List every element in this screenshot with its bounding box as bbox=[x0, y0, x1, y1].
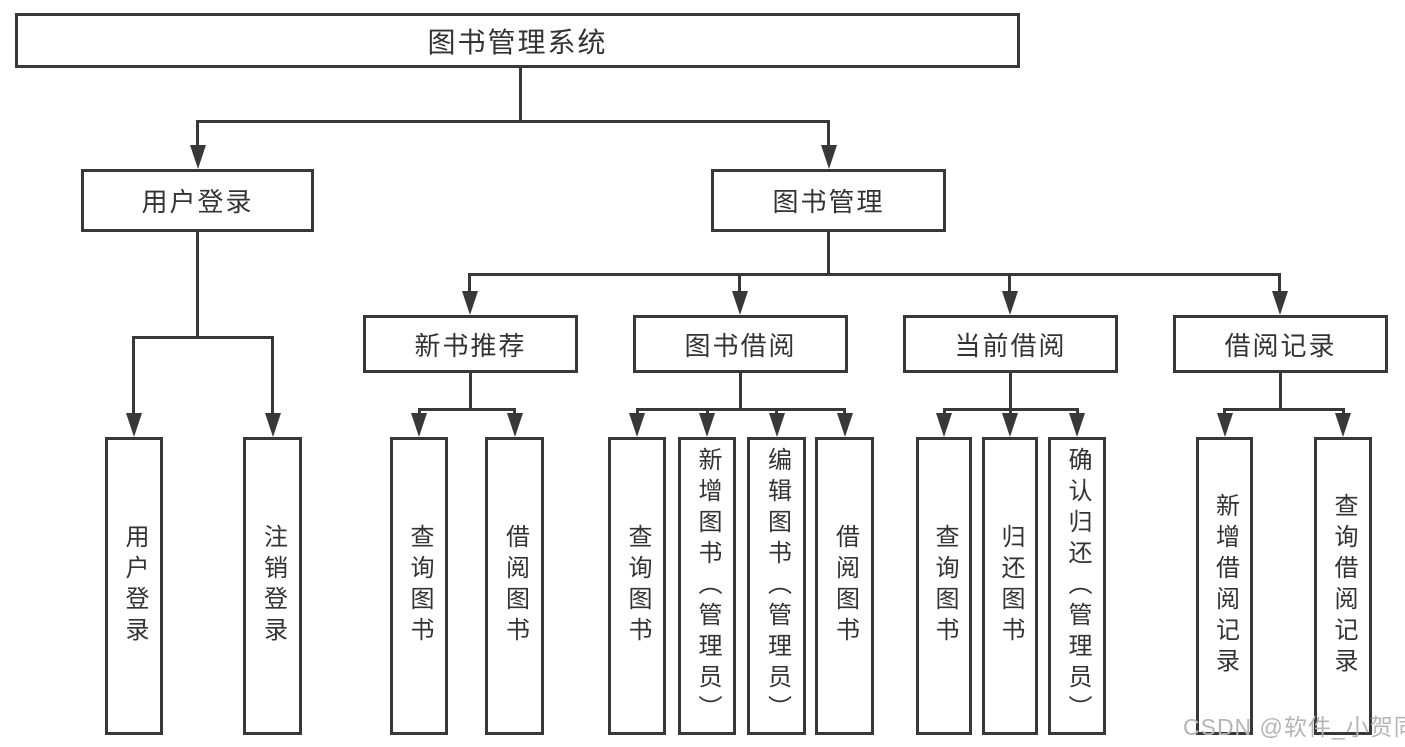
connector-vline bbox=[1278, 273, 1281, 293]
leaf-query-book-3-label: 查询图书 bbox=[931, 524, 958, 648]
node-book-borrow: 图书借阅 bbox=[633, 315, 848, 373]
connector-vline bbox=[196, 120, 199, 148]
arrow-down-icon bbox=[732, 291, 748, 315]
connector-vline bbox=[1342, 408, 1345, 416]
connector-vline bbox=[636, 408, 639, 416]
node-book-manage: 图书管理 bbox=[711, 169, 946, 232]
connector-vline bbox=[738, 273, 741, 293]
connector-hline bbox=[418, 408, 516, 411]
arrow-down-icon bbox=[1069, 413, 1085, 437]
node-new-book-recommend-label: 新书推荐 bbox=[414, 330, 527, 361]
arrow-down-icon bbox=[936, 413, 952, 437]
leaf-confirm-return-admin: 确认归还（管理员） bbox=[1048, 437, 1106, 735]
leaf-query-borrow-record-label: 查询借阅记录 bbox=[1330, 493, 1357, 679]
connector-vline bbox=[132, 336, 135, 415]
node-borrow-record-label: 借阅记录 bbox=[1224, 330, 1337, 361]
connector-hline bbox=[1223, 408, 1345, 411]
node-user-login-label: 用户登录 bbox=[141, 187, 254, 217]
node-current-borrow: 当前借阅 bbox=[903, 315, 1118, 373]
connector-vline bbox=[519, 68, 522, 120]
connector-vline bbox=[1279, 373, 1282, 411]
arrow-down-icon bbox=[837, 413, 853, 437]
connector-vline bbox=[1223, 408, 1226, 416]
connector-vline bbox=[843, 408, 846, 416]
connector-vline bbox=[468, 273, 471, 293]
connector-vline bbox=[827, 232, 830, 276]
leaf-query-book-2-label: 查询图书 bbox=[624, 524, 651, 648]
connector-vline bbox=[943, 408, 946, 416]
arrow-down-icon bbox=[462, 291, 478, 315]
arrow-down-icon bbox=[629, 413, 645, 437]
node-current-borrow-label: 当前借阅 bbox=[954, 330, 1067, 361]
csdn-watermark: CSDN @软件_小贺同学 bbox=[1183, 714, 1405, 740]
node-book-borrow-label: 图书借阅 bbox=[684, 330, 797, 361]
connector-hline bbox=[636, 408, 846, 411]
arrow-down-icon bbox=[507, 413, 523, 437]
arrow-down-icon bbox=[769, 413, 785, 437]
connector-hline bbox=[132, 336, 274, 339]
arrow-down-icon bbox=[821, 145, 837, 169]
connector-vline bbox=[1009, 408, 1012, 416]
leaf-return-book: 归还图书 bbox=[982, 437, 1038, 735]
leaf-query-book-1: 查询图书 bbox=[390, 437, 448, 735]
leaf-add-borrow-record: 新增借阅记录 bbox=[1196, 437, 1253, 735]
leaf-edit-book-admin-label: 编辑图书（管理员） bbox=[763, 446, 791, 726]
node-book-manage-label: 图书管理 bbox=[772, 187, 885, 217]
arrow-down-icon bbox=[1002, 291, 1018, 315]
arrow-down-icon bbox=[1002, 413, 1018, 437]
arrow-down-icon bbox=[1272, 291, 1288, 315]
leaf-add-book-admin: 新增图书（管理员） bbox=[678, 437, 736, 735]
arrow-down-icon bbox=[411, 413, 427, 437]
arrow-down-icon bbox=[265, 413, 281, 437]
connector-vline bbox=[271, 336, 274, 415]
arrow-down-icon bbox=[699, 413, 715, 437]
leaf-borrow-book-1-label: 借阅图书 bbox=[501, 524, 529, 648]
connector-vline bbox=[775, 408, 778, 416]
connector-vline bbox=[739, 373, 742, 411]
leaf-query-book-2: 查询图书 bbox=[608, 437, 666, 735]
arrow-down-icon bbox=[1335, 413, 1351, 437]
connector-vline bbox=[196, 232, 199, 336]
leaf-logout-label: 注销登录 bbox=[259, 524, 287, 648]
connector-vline bbox=[1076, 408, 1079, 416]
leaf-add-book-admin-label: 新增图书（管理员） bbox=[694, 446, 721, 726]
leaf-query-book-1-label: 查询图书 bbox=[406, 524, 433, 648]
leaf-user-login: 用户登录 bbox=[105, 437, 163, 735]
connector-vline bbox=[469, 373, 472, 411]
leaf-add-borrow-record-label: 新增借阅记录 bbox=[1211, 493, 1239, 679]
node-borrow-record: 借阅记录 bbox=[1173, 315, 1388, 373]
leaf-borrow-book-2: 借阅图书 bbox=[815, 437, 874, 735]
connector-hline bbox=[468, 273, 1281, 276]
node-new-book-recommend: 新书推荐 bbox=[363, 315, 578, 373]
connector-vline bbox=[418, 408, 421, 416]
arrow-down-icon bbox=[190, 145, 206, 169]
arrow-down-icon bbox=[1217, 413, 1233, 437]
node-root: 图书管理系统 bbox=[15, 13, 1020, 68]
leaf-user-login-label: 用户登录 bbox=[121, 524, 148, 648]
arrow-down-icon bbox=[126, 413, 142, 437]
leaf-query-borrow-record: 查询借阅记录 bbox=[1314, 437, 1372, 735]
leaf-return-book-label: 归还图书 bbox=[997, 524, 1024, 648]
leaf-borrow-book-1: 借阅图书 bbox=[485, 437, 544, 735]
node-root-label: 图书管理系统 bbox=[427, 26, 608, 58]
connector-vline bbox=[1009, 373, 1012, 411]
connector-vline bbox=[513, 408, 516, 416]
leaf-query-book-3: 查询图书 bbox=[916, 437, 972, 735]
leaf-edit-book-admin: 编辑图书（管理员） bbox=[747, 437, 806, 735]
leaf-borrow-book-2-label: 借阅图书 bbox=[831, 524, 859, 648]
node-user-login: 用户登录 bbox=[81, 169, 314, 232]
connector-vline bbox=[827, 120, 830, 148]
connector-hline bbox=[197, 120, 830, 123]
leaf-logout: 注销登录 bbox=[243, 437, 302, 735]
leaf-confirm-return-admin-label: 确认归还（管理员） bbox=[1064, 446, 1091, 726]
connector-vline bbox=[706, 408, 709, 416]
connector-vline bbox=[1008, 273, 1011, 293]
